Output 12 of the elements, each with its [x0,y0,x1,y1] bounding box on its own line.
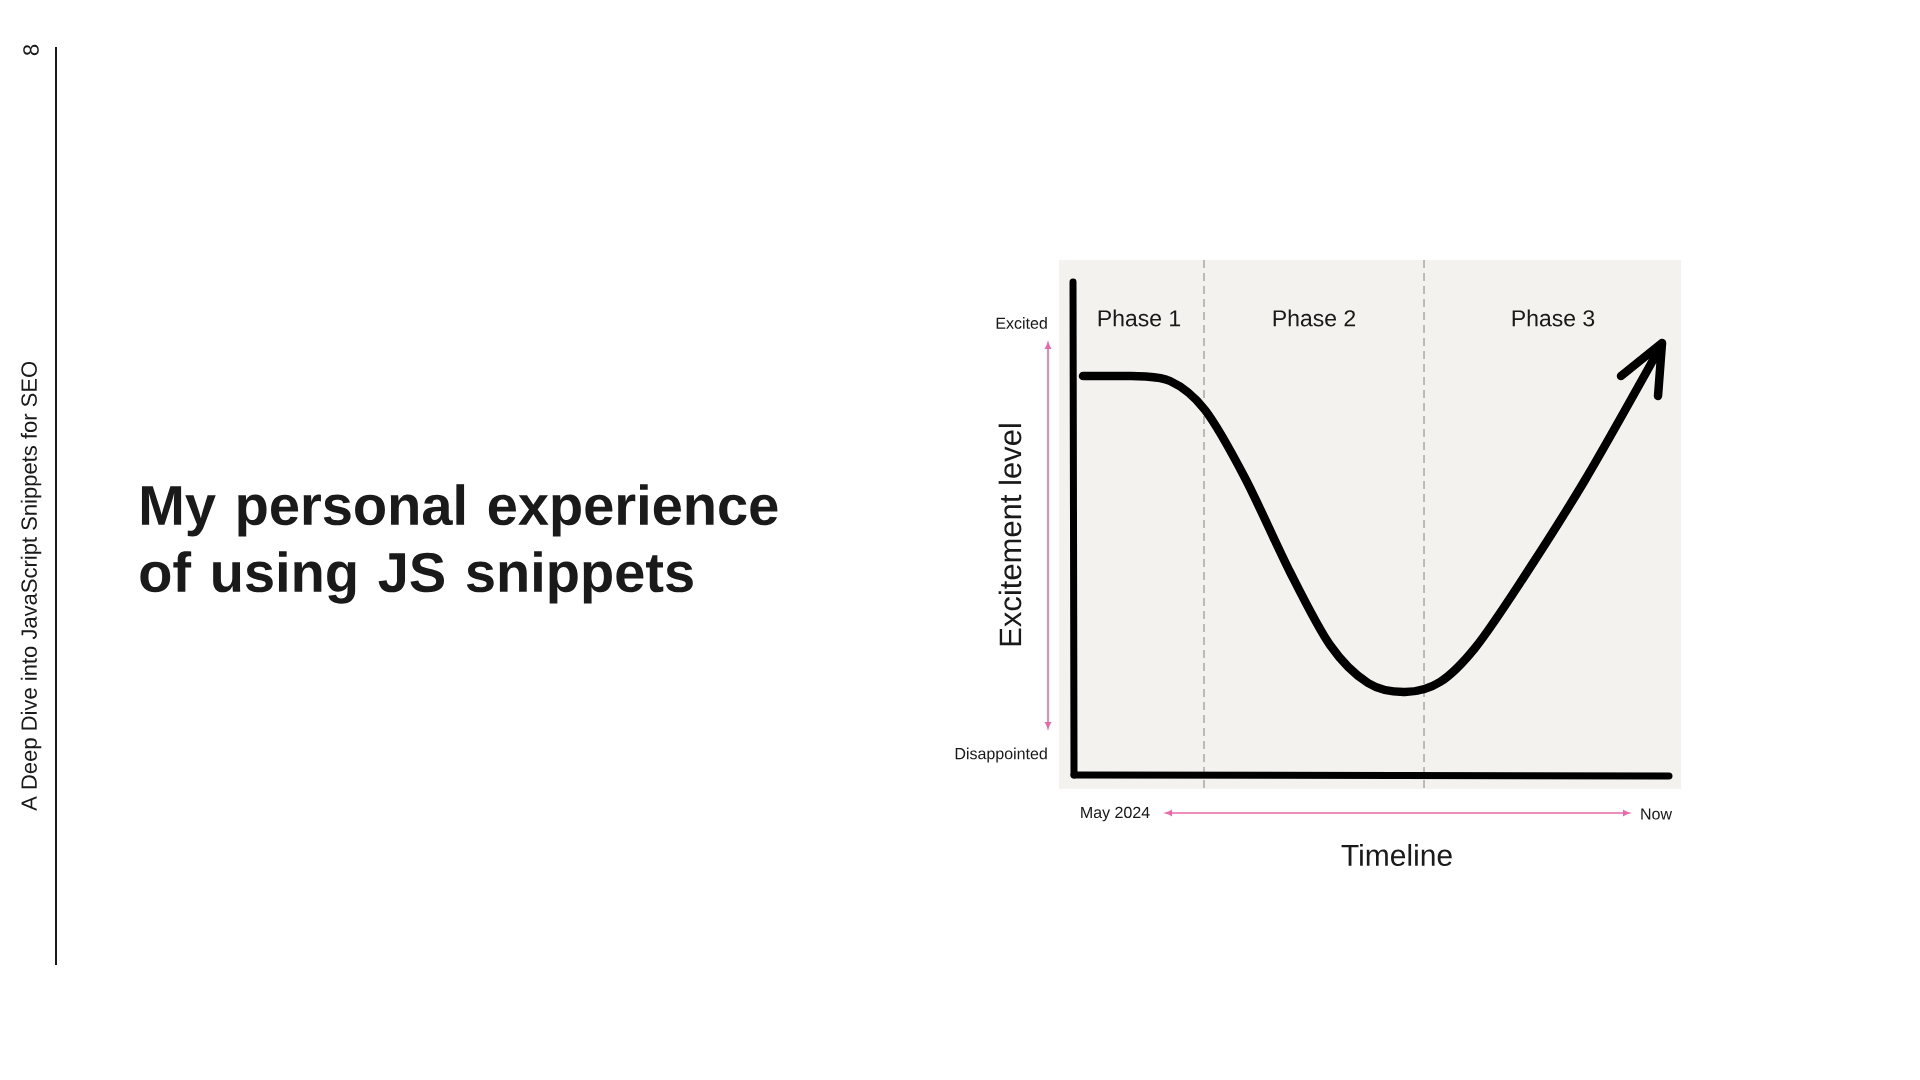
slide-title: My personal experience of using JS snippets [140,484,778,604]
axis-label: Now [1641,808,1673,820]
axis-label: Disappointed [955,747,1047,763]
axis-label: Excited [996,317,1047,329]
running-header: A Deep Dive into JavaScript Snippets for SEO [20,361,42,811]
axis-title: Timeline [1341,844,1452,866]
phase-label: Phase 3 [1512,309,1595,327]
page-number: 8 [23,44,39,56]
phase-label: Phase 1 [1098,309,1181,327]
axis-title: Excitement level [998,424,1022,646]
phase-label: Phase 2 [1273,309,1356,327]
axis-label: May 2024 [1081,806,1150,822]
